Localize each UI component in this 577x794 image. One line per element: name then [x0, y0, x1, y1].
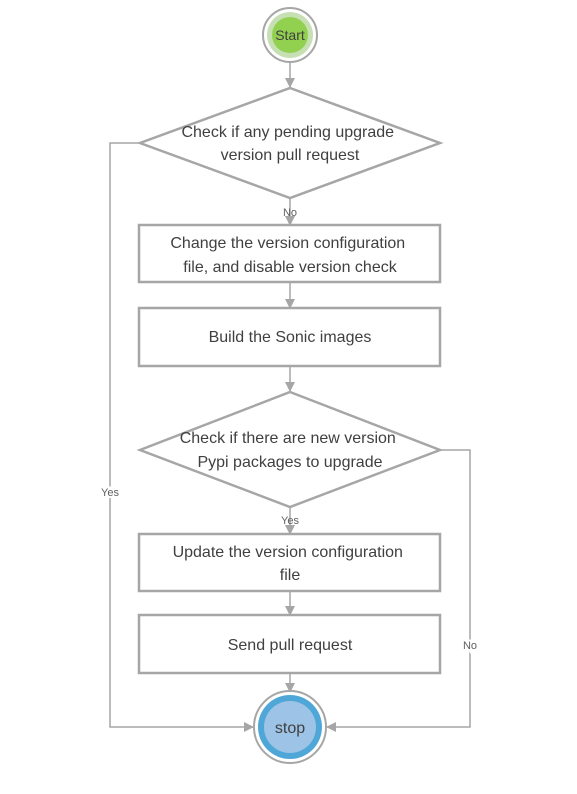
- build-images-process: Build the Sonic images: [137, 306, 442, 368]
- change-config-line-1: Change the version configuration: [170, 235, 405, 252]
- change-config-line-2: file, and disable version check: [183, 259, 397, 276]
- check-new-decision: Check if there are new version Pypi pack…: [136, 390, 444, 509]
- update-config-line-1: Update the version configuration: [173, 544, 403, 561]
- edge-check-new-no-to-stop: [326, 449, 471, 732]
- stop-node: stop: [253, 690, 327, 764]
- check-new-line-2: Pypi packages to upgrade: [197, 454, 382, 471]
- check-new-line-1: Check if there are new version: [180, 430, 396, 447]
- update-config-line-2: file: [280, 567, 301, 584]
- connectors: [109, 62, 471, 732]
- start-label: Start: [275, 27, 305, 43]
- start-node: Start: [262, 7, 318, 63]
- svg-text:Update the version configurati: Update the version configuration file: [173, 544, 408, 584]
- edge-label-pending-no: No: [283, 207, 297, 219]
- svg-text:Check if there are new version: Check if there are new version Pypi pack…: [180, 430, 401, 471]
- check-pending-decision: Check if any pending upgrade version pul…: [136, 86, 444, 200]
- update-config-process: Update the version configuration file: [137, 532, 442, 593]
- stop-label: stop: [275, 720, 305, 737]
- svg-text:Check if any pending upgrade: Check if any pending upgrade version pul…: [181, 124, 398, 164]
- edge-label-pending-yes: Yes: [101, 487, 119, 499]
- send-pr-process: Send pull request: [137, 613, 442, 675]
- edge-label-new-no: No: [463, 640, 477, 652]
- send-pr-label: Send pull request: [228, 637, 353, 654]
- edge-check-pending-yes-to-stop: [109, 142, 254, 732]
- check-pending-line-2: version pull request: [221, 147, 360, 164]
- check-pending-line-1: Check if any pending upgrade: [181, 124, 394, 141]
- edge-label-new-yes: Yes: [281, 515, 299, 527]
- build-images-label: Build the Sonic images: [209, 329, 372, 346]
- change-config-process: Change the version configuration file, a…: [137, 223, 442, 284]
- svg-text:Change the version configurati: Change the version configuration file, a…: [170, 235, 409, 276]
